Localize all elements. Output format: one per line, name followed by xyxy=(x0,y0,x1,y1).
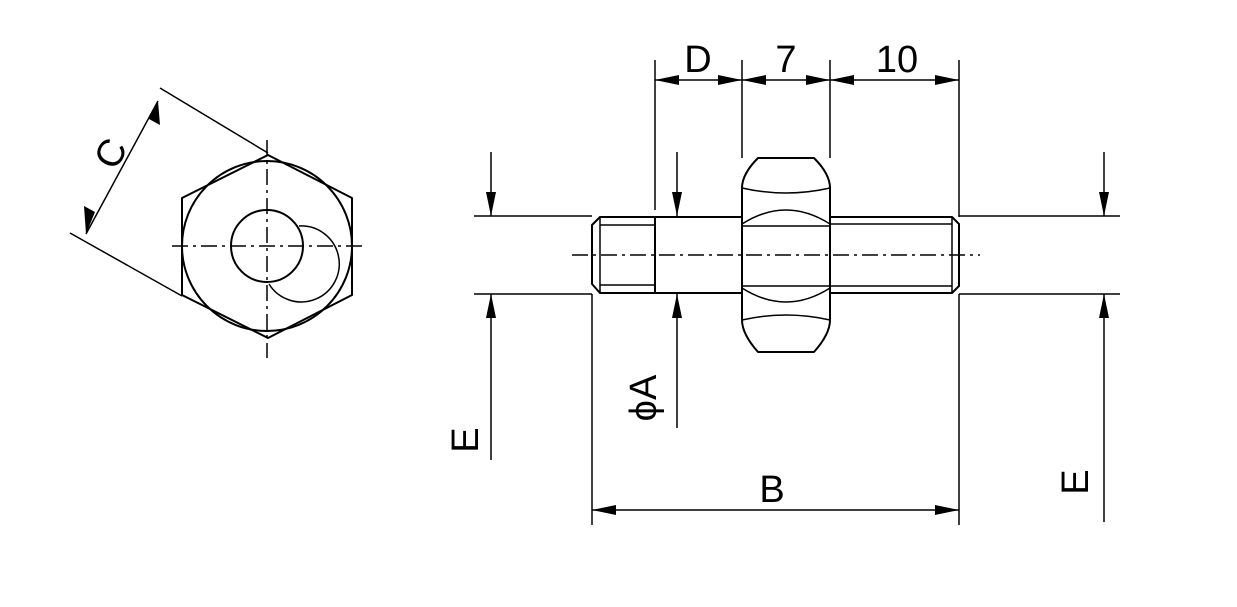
e-left-arrowhead-lower xyxy=(486,294,496,318)
b-arrowhead-left xyxy=(592,505,616,515)
dimension-d-label: D xyxy=(684,39,711,81)
c-arrowhead-upper xyxy=(149,101,160,125)
dimension-c-label: C xyxy=(87,132,137,176)
dimension-d: D xyxy=(655,39,742,85)
dimension-e-left: E xyxy=(445,152,496,460)
c-extension-line-upper xyxy=(159,87,269,154)
side-view xyxy=(474,60,1120,525)
d-arrowhead-right xyxy=(718,75,742,85)
nut-chamfer-top xyxy=(741,187,831,194)
thread-root-arc xyxy=(268,225,340,303)
nut-chamfer-bottom xyxy=(741,314,831,321)
right-thread-arrowhead-left xyxy=(830,75,854,85)
dimension-nut-width-label: 7 xyxy=(775,39,796,81)
end-view: C xyxy=(69,87,366,358)
dimension-b-label: B xyxy=(759,469,784,511)
c-extension-line-lower xyxy=(69,232,183,297)
hex-nut-side xyxy=(741,157,831,353)
nut-face-arc-upper xyxy=(741,209,831,225)
nut-outline xyxy=(741,157,831,353)
dimension-e-left-label: E xyxy=(445,427,487,452)
e-right-arrowhead-lower xyxy=(1099,294,1109,318)
d-arrowhead-left xyxy=(655,75,679,85)
dimension-e-right: E xyxy=(1055,152,1109,522)
e-left-arrowhead-upper xyxy=(486,192,496,216)
dimension-dia-a-label: ϕA xyxy=(623,374,665,421)
nut-width-arrowhead-right xyxy=(806,75,830,85)
dimension-nut-width: 7 xyxy=(742,39,830,85)
hex-outline xyxy=(181,154,353,339)
nut-face-arc-lower xyxy=(741,287,831,303)
c-dimension-line xyxy=(85,100,159,235)
dimension-right-thread-label: 10 xyxy=(876,39,918,81)
a-arrowhead-lower xyxy=(672,294,682,318)
dimension-e-right-label: E xyxy=(1055,469,1097,494)
dimension-b: B xyxy=(592,469,959,515)
right-thread-arrowhead-right xyxy=(935,75,959,85)
dimension-right-thread: 10 xyxy=(830,39,959,85)
e-right-arrowhead-upper xyxy=(1099,192,1109,216)
nut-width-arrowhead-left xyxy=(742,75,766,85)
c-arrowhead-lower xyxy=(84,206,95,234)
a-arrowhead-upper xyxy=(672,192,682,216)
b-arrowhead-right xyxy=(935,505,959,515)
dimension-dia-a: ϕA xyxy=(623,152,682,428)
